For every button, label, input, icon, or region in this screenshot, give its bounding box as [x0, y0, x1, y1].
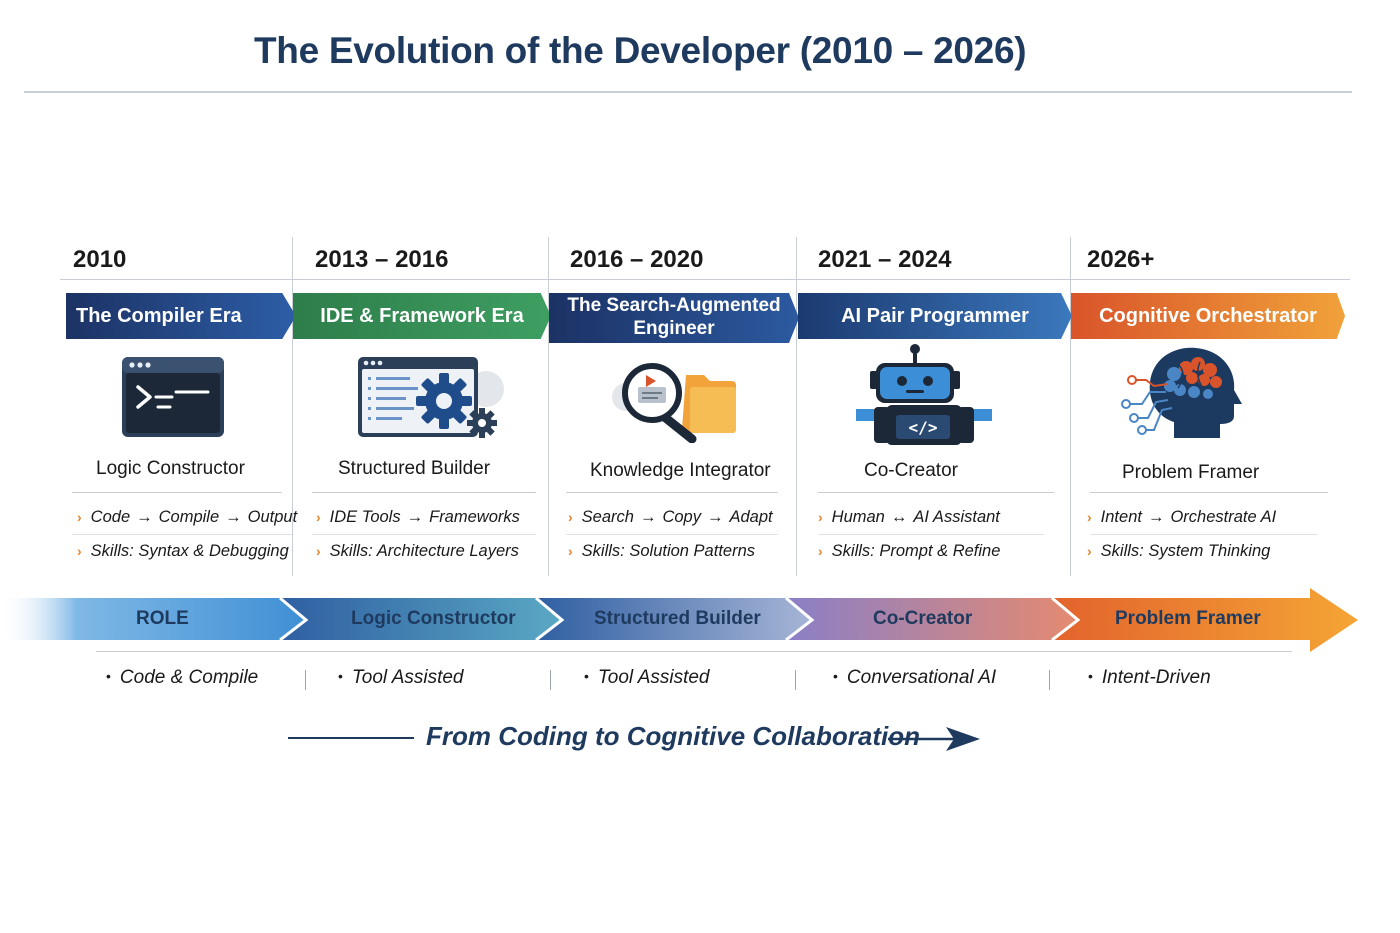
- chevron-right-icon: ›: [568, 509, 573, 525]
- era-flow: ›Code→Compile→Output: [77, 508, 298, 526]
- column-divider: [1070, 237, 1071, 576]
- arrow-right-icon: →: [639, 508, 657, 526]
- era-banner-line: IDE & Framework Era: [320, 304, 524, 327]
- svg-text:</>: </>: [909, 418, 938, 437]
- era-skills: ›Skills: Prompt & Refine: [818, 542, 1001, 560]
- chevron-right-icon: ›: [1087, 543, 1092, 559]
- bidirectional-arrow-icon: ↔: [890, 508, 908, 526]
- chevron-right-icon: ›: [316, 543, 321, 559]
- era-banner: AI Pair Programmer: [798, 293, 1072, 339]
- era-role: Logic Constructor: [96, 458, 245, 479]
- era-flow: ›Search→Copy→Adapt: [568, 508, 773, 526]
- era-year: 2010: [73, 246, 127, 273]
- arrow-right-icon: →: [136, 508, 153, 526]
- mode-separator: [795, 670, 796, 690]
- era-role: Structured Builder: [338, 458, 491, 479]
- era-banner: The Compiler Era: [66, 293, 296, 339]
- era-banner-line: The Search-Augmented: [567, 295, 781, 317]
- column-divider: [796, 237, 797, 576]
- era-banner: IDE & Framework Era: [293, 293, 551, 339]
- role-progression-arrow: [0, 586, 1400, 654]
- terminal-window-icon: [112, 353, 242, 443]
- chevron-right-icon: ›: [818, 509, 823, 525]
- era-flow: ›Intent→Orchestrate AI: [1087, 508, 1277, 526]
- era-skills: ›Skills: Solution Patterns: [568, 542, 756, 560]
- era-year: 2013 – 2016: [315, 246, 449, 273]
- column-divider: [548, 237, 549, 576]
- band-label-structured-builder: Structured Builder: [594, 608, 761, 629]
- chevron-right-icon: ›: [316, 509, 321, 525]
- footer-tagline: From Coding to Cognitive Collaboration: [426, 721, 920, 751]
- era-flow: ›Human↔AI Assistant: [818, 508, 1000, 526]
- mode-separator: [305, 670, 306, 690]
- era-banner: The Search-Augmented Engineer: [549, 293, 799, 343]
- footer-leading-line: [288, 737, 414, 739]
- era-banner-line: The Compiler Era: [76, 304, 242, 327]
- era-skills: ›Skills: Architecture Layers: [316, 542, 519, 560]
- interaction-mode: •Conversational AI: [833, 667, 997, 688]
- arrow-right-icon: →: [1147, 508, 1165, 526]
- era-column-2016-2020: 2016 – 2020 The Search-Augmented Enginee…: [548, 240, 799, 580]
- era-banner: Cognitive Orchestrator: [1071, 293, 1345, 339]
- chevron-right-icon: ›: [818, 543, 823, 559]
- band-label-logic-constructor: Logic Constructor: [351, 608, 516, 629]
- era-column-2021-2024: 2021 – 2024 AI Pair Programmer </> Co-Cr…: [796, 240, 1072, 580]
- role-divider: [1090, 492, 1328, 493]
- search-folder-icon: [604, 353, 740, 443]
- era-year: 2021 – 2024: [818, 246, 952, 273]
- role-divider: [566, 492, 778, 493]
- interaction-mode: •Tool Assisted: [338, 667, 464, 688]
- band-label-problem-framer: Problem Framer: [1115, 608, 1261, 629]
- band-divider: [96, 651, 1292, 652]
- column-divider: [292, 237, 293, 576]
- era-banner-line: AI Pair Programmer: [841, 304, 1029, 327]
- arrow-right-icon: →: [406, 508, 424, 526]
- era-skills: ›Skills: System Thinking: [1087, 542, 1271, 560]
- arrow-right-icon: →: [225, 508, 242, 526]
- era-year: 2016 – 2020: [570, 246, 704, 273]
- era-column-2010: 2010 The Compiler Era Logic Constructor …: [60, 240, 297, 580]
- band-label-role: ROLE: [136, 608, 189, 629]
- page-title: The Evolution of the Developer (2010 – 2…: [254, 30, 1027, 71]
- robot-icon: </>: [852, 343, 996, 445]
- band-label-co-creator: Co-Creator: [873, 608, 973, 629]
- role-divider: [312, 492, 536, 493]
- skill-divider: [818, 534, 1044, 535]
- chevron-right-icon: ›: [77, 509, 82, 525]
- era-flow: ›IDE Tools→Frameworks: [316, 508, 520, 526]
- era-role: Problem Framer: [1122, 462, 1260, 483]
- mode-separator: [1049, 670, 1050, 690]
- role-divider: [818, 492, 1054, 493]
- chevron-right-icon: ›: [77, 543, 82, 559]
- interaction-mode: •Code & Compile: [106, 667, 259, 688]
- brain-head-icon: [1120, 344, 1260, 444]
- era-banner-line: Cognitive Orchestrator: [1099, 304, 1317, 327]
- chevron-right-icon: ›: [1087, 509, 1092, 525]
- era-column-2013-2016: 2013 – 2016 IDE & Framework Era: [292, 240, 551, 580]
- role-divider: [72, 492, 282, 493]
- era-banner-line: Engineer: [633, 318, 715, 339]
- era-role: Knowledge Integrator: [590, 460, 771, 481]
- era-skills: ›Skills: Syntax & Debugging: [77, 542, 289, 560]
- arrow-right-icon: →: [706, 508, 724, 526]
- mode-separator: [550, 670, 551, 690]
- chevron-right-icon: ›: [568, 543, 573, 559]
- arrow-right-icon: [888, 726, 980, 752]
- interaction-mode: •Tool Assisted: [584, 667, 710, 688]
- title-divider: [24, 91, 1352, 93]
- skill-divider: [566, 534, 778, 535]
- skill-divider: [312, 534, 536, 535]
- era-role: Co-Creator: [864, 460, 958, 481]
- era-column-2026: 2026+ Cognitive Orchestrator: [1070, 240, 1350, 580]
- interaction-mode: •Intent-Driven: [1088, 667, 1211, 688]
- skill-divider: [72, 534, 292, 535]
- skill-divider: [1090, 534, 1318, 535]
- year-divider: [60, 279, 1350, 280]
- ide-gear-icon: [352, 353, 512, 443]
- era-year: 2026+: [1087, 246, 1155, 273]
